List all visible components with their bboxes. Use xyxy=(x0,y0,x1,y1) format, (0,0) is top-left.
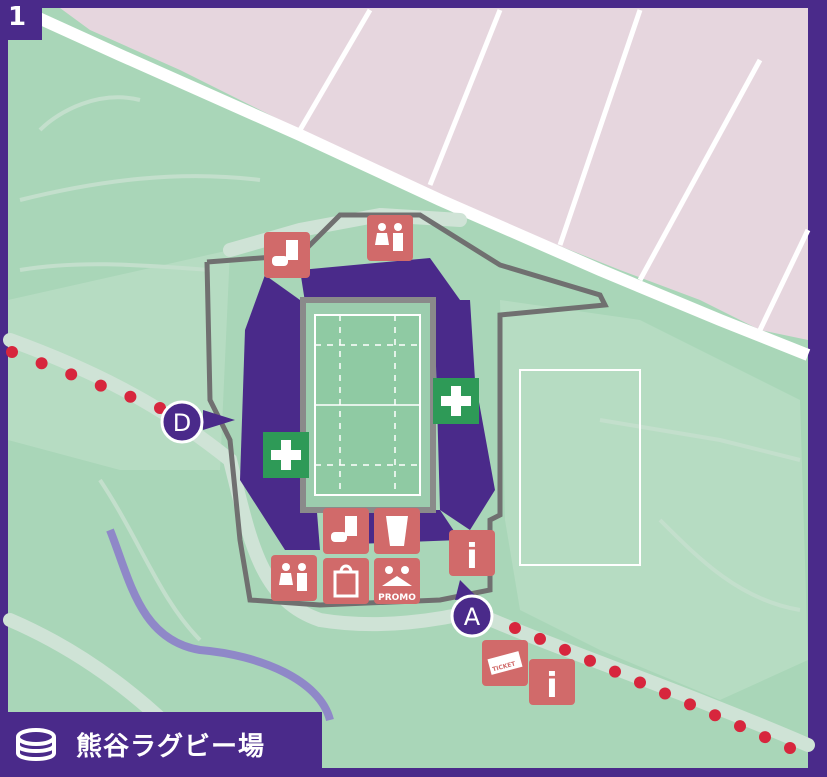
info-label: i xyxy=(466,537,478,577)
route-dot xyxy=(65,368,78,381)
water-channel xyxy=(106,528,334,722)
route-dot xyxy=(124,390,137,403)
route-dot xyxy=(534,632,546,645)
first-aid-icon[interactable] xyxy=(263,432,309,478)
entrance-d-marker[interactable]: D xyxy=(160,400,235,444)
first-aid-icon[interactable] xyxy=(433,378,479,424)
route-dot xyxy=(684,698,696,711)
promo-icon[interactable]: PROMO xyxy=(374,558,420,604)
entrance-d-label: D xyxy=(173,409,191,437)
promo-label: PROMO xyxy=(378,593,416,603)
ticket-icon[interactable]: TICKET xyxy=(482,640,528,686)
route-dot xyxy=(94,379,107,392)
urban-streets xyxy=(297,8,811,332)
training-pitch xyxy=(519,369,641,566)
route-dot xyxy=(6,346,18,358)
map-number-tab: 1 xyxy=(0,0,42,40)
venue-title-bar: 熊谷ラグビー場 xyxy=(0,712,322,777)
park-light-section xyxy=(500,300,808,700)
route-dot xyxy=(759,731,771,744)
pitch-lines xyxy=(315,315,420,495)
food-drink-icon[interactable] xyxy=(323,508,369,554)
venue-name: 熊谷ラグビー場 xyxy=(76,732,266,762)
route-dot xyxy=(35,357,48,370)
restroom-icon[interactable] xyxy=(271,555,317,601)
beer-icon[interactable] xyxy=(374,508,420,554)
main-road xyxy=(7,0,811,361)
route-dot xyxy=(659,687,671,700)
route-dot xyxy=(584,654,596,667)
merchandise-icon[interactable] xyxy=(323,558,369,604)
route-dot xyxy=(154,402,166,414)
stadium-icon xyxy=(16,727,56,761)
entrance-a-label: A xyxy=(464,603,481,631)
route-dot xyxy=(559,643,571,656)
restroom-icon[interactable] xyxy=(367,215,413,261)
information-icon[interactable]: i xyxy=(529,659,575,706)
shuttle-route xyxy=(6,346,796,754)
facility-icons: PROMO i TICKET i xyxy=(263,215,575,706)
route-dot xyxy=(709,709,721,722)
entrance-a-marker[interactable]: A xyxy=(450,580,494,638)
route-dot xyxy=(784,742,796,754)
information-icon[interactable]: i xyxy=(449,530,495,577)
route-dot xyxy=(634,676,646,689)
route-dot xyxy=(734,720,746,733)
route-dot xyxy=(609,665,621,678)
food-drink-icon[interactable] xyxy=(264,232,310,278)
route-dot xyxy=(509,622,521,634)
info-label: i xyxy=(546,666,558,706)
